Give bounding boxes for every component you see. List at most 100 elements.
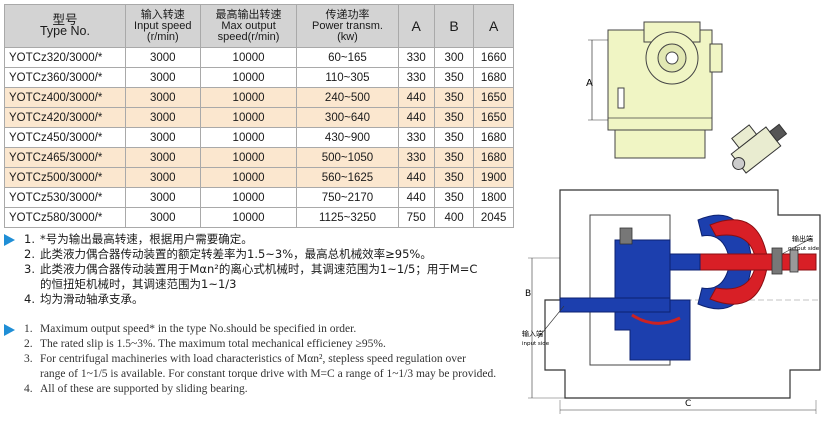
note-number: 4. — [24, 383, 33, 395]
header-power-en: Power transm. — [312, 19, 383, 32]
note-number: 1. — [24, 232, 35, 246]
cell-b: 350 — [433, 127, 475, 148]
cell-b: 350 — [433, 87, 475, 108]
cell-b: 350 — [433, 67, 475, 88]
coupling-drawing: A 输出端 output side 输入端 in — [522, 21, 821, 414]
note-cn-3-continued: 的恒扭矩机械时，其调速范围为1~1/3 — [4, 277, 529, 292]
cell-a1: 440 — [397, 187, 435, 208]
note-number: 1. — [24, 323, 33, 335]
header-type: 型号 Type No. — [4, 4, 126, 48]
dim-a-label: A — [586, 78, 593, 89]
cell-a2: 1660 — [473, 47, 514, 68]
cell-a2: 1900 — [473, 167, 514, 188]
cell-power: 60~165 — [296, 47, 399, 68]
cell-a2: 1650 — [473, 87, 514, 108]
header-output-unit: speed(r/min) — [217, 30, 280, 43]
cell-input: 3000 — [124, 67, 201, 88]
header-output-cn: 最高输出转速 — [215, 8, 282, 21]
cell-output: 10000 — [199, 107, 298, 128]
cell-power: 500~1050 — [296, 147, 399, 168]
note-text: 此类液力偶合器传动装置用于Mαn²的离心式机械时，其调速范围为1~1/5；用于M… — [40, 262, 478, 276]
cell-input: 3000 — [124, 47, 201, 68]
cell-output: 10000 — [199, 187, 298, 208]
cell-output: 10000 — [199, 207, 298, 228]
cell-power: 560~1625 — [296, 167, 399, 188]
header-input-speed: 输入转速 Input speed (r/min) — [124, 4, 201, 48]
cell-power: 300~640 — [296, 107, 399, 128]
cell-a1: 750 — [397, 207, 435, 228]
note-text: 均为滑动轴承支承。 — [40, 292, 144, 306]
header-output-speed: 最高输出转速 Max output speed(r/min) — [199, 4, 298, 48]
mid-shaft-blue — [669, 253, 701, 271]
cell-power: 750~2170 — [296, 187, 399, 208]
note-cn-4: 4. 均为滑动轴承支承。 — [4, 292, 529, 307]
header-input-unit: (r/min) — [146, 30, 179, 43]
cell-model: YOTCz450/3000/* — [4, 127, 126, 148]
cell-model: YOTCz465/3000/* — [4, 147, 126, 168]
cell-model: YOTCz580/3000/* — [4, 207, 126, 228]
cell-power: 240~500 — [296, 87, 399, 108]
cell-power: 110~305 — [296, 67, 399, 88]
note-cn-3: 3. 此类液力偶合器传动装置用于Mαn²的离心式机械时，其调速范围为1~1/5；… — [4, 262, 529, 277]
cell-input: 3000 — [124, 87, 201, 108]
section-view: 输出端 output side 输入端 input side B C — [522, 189, 821, 414]
cell-a1: 330 — [397, 127, 435, 148]
cell-a1: 440 — [397, 167, 435, 188]
cell-a2: 1680 — [473, 67, 514, 88]
header-type-cn: 型号 — [52, 13, 78, 27]
cell-a1: 330 — [397, 67, 435, 88]
cell-input: 3000 — [124, 127, 201, 148]
cell-b: 350 — [433, 147, 475, 168]
cell-power: 1125~3250 — [296, 207, 399, 228]
output-label-cn: 输出端 — [792, 234, 813, 243]
note-en-4: 4. All of these are supported by sliding… — [4, 382, 529, 397]
cell-b: 350 — [433, 167, 475, 188]
note-cn-2: 2. 此类液力偶合器传动装置的额定转差率为1.5~3%，最高总机械效率≥95%。 — [4, 247, 529, 262]
cell-a1: 330 — [397, 47, 435, 68]
triangle-bullet-icon — [4, 234, 15, 246]
cell-output: 10000 — [199, 167, 298, 188]
actuator-assembly — [730, 123, 788, 174]
cell-a1: 440 — [397, 87, 435, 108]
input-label-en: input side — [522, 341, 550, 347]
cell-b: 400 — [433, 207, 475, 228]
notes-chinese: 1. *号为输出最高转速，根据用户需要确定。 2. 此类液力偶合器传动装置的额定… — [4, 232, 529, 307]
side-shaft — [665, 51, 679, 65]
cell-output: 10000 — [199, 67, 298, 88]
header-power-unit: (kw) — [337, 30, 358, 43]
cell-output: 10000 — [199, 127, 298, 148]
note-text-continued: 的恒扭矩机械时，其调速范围为1~1/3 — [40, 277, 237, 291]
header-dim-a-second: A — [473, 4, 514, 48]
cell-a2: 2045 — [473, 207, 514, 228]
cell-model: YOTCz320/3000/* — [4, 47, 126, 68]
note-number: 4. — [24, 292, 35, 306]
note-en-2: 2. The rated slip is 1.5~3%. The maximum… — [4, 337, 529, 352]
note-number: 3. — [24, 353, 33, 365]
cell-model: YOTCz360/3000/* — [4, 67, 126, 88]
table-header-row: 型号 Type No. 输入转速 Input speed (r/min) 最高输… — [4, 4, 514, 48]
cell-a1: 330 — [397, 147, 435, 168]
note-number: 3. — [24, 262, 35, 276]
cell-a2: 1800 — [473, 187, 514, 208]
spring-red — [631, 313, 681, 325]
cell-a1: 440 — [397, 107, 435, 128]
dim-b-label: B — [525, 289, 531, 299]
side-view: A — [586, 21, 723, 159]
header-type-en: Type No. — [39, 24, 90, 38]
cell-input: 3000 — [124, 107, 201, 128]
cell-model: YOTCz530/3000/* — [4, 187, 126, 208]
cell-b: 350 — [433, 187, 475, 208]
header-power-cn: 传递功率 — [325, 8, 370, 21]
triangle-bullet-icon — [4, 324, 15, 336]
cell-model: YOTCz420/3000/* — [4, 107, 126, 128]
notes-english: 1. Maximum output speed* in the type No.… — [4, 322, 529, 397]
cell-input: 3000 — [124, 167, 201, 188]
cell-model: YOTCz400/3000/* — [4, 87, 126, 108]
header-input-en: Input speed — [134, 19, 192, 32]
cell-output: 10000 — [199, 147, 298, 168]
